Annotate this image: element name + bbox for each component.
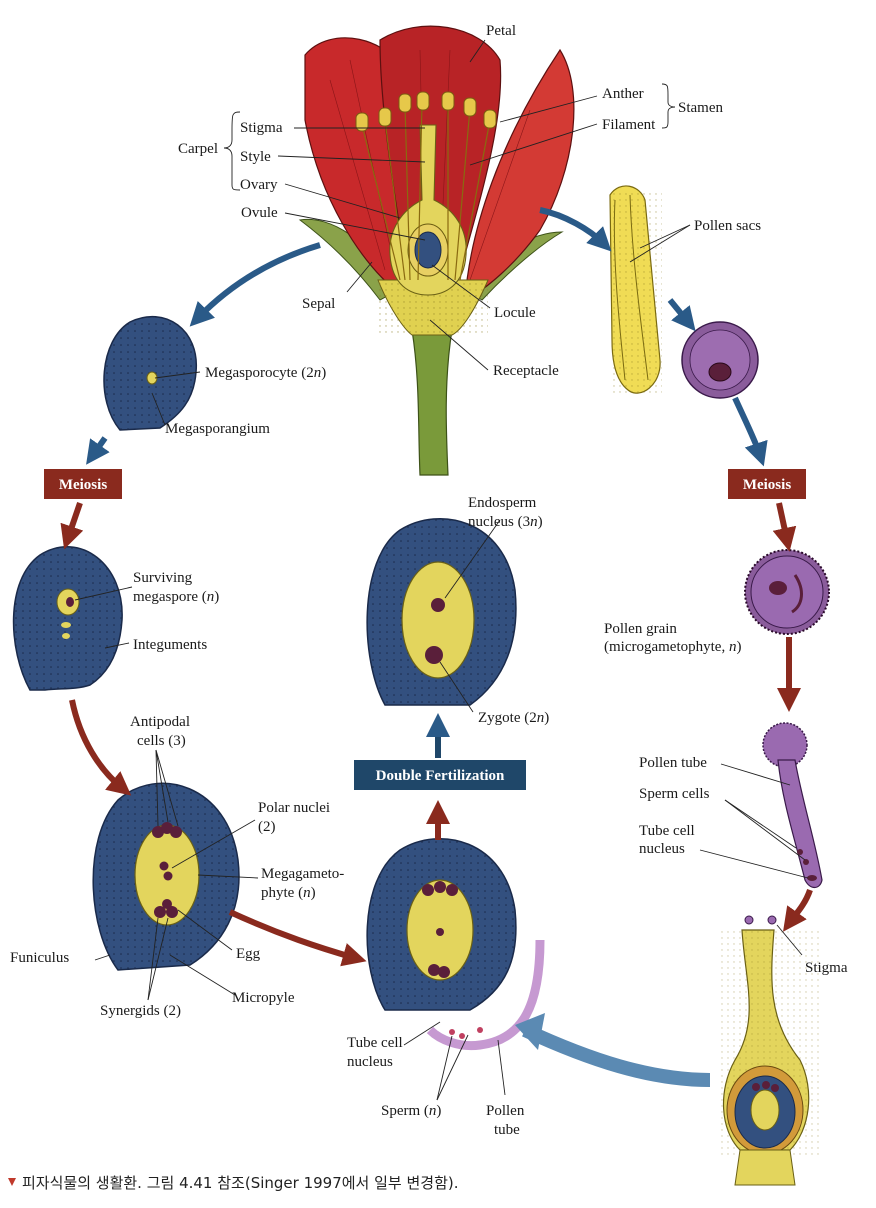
label-carpel: Carpel bbox=[178, 141, 218, 157]
label-antipodal-line2: cells (3) bbox=[137, 733, 186, 749]
arrow-flower-to-megasporangium bbox=[189, 242, 321, 327]
label-ovule: Ovule bbox=[241, 205, 278, 221]
caption-text: 피자식물의 생활환. 그림 4.41 참조(Singer 1997에서 일부 변… bbox=[22, 1174, 459, 1192]
megagametophyte-ovule-illustration bbox=[92, 782, 240, 971]
label-integuments: Integuments bbox=[133, 637, 207, 653]
arrow-pistil-to-fertilization bbox=[522, 1023, 711, 1087]
caption: 피자식물의 생활환. 그림 4.41 참조(Singer 1997에서 일부 변… bbox=[8, 1174, 459, 1192]
caption-marker-icon bbox=[8, 1178, 16, 1186]
pollen-grain-illustration bbox=[744, 549, 830, 635]
label-pollen-tube-bottom-line2: tube bbox=[494, 1122, 520, 1138]
label-surviving-line2: megaspore (n) bbox=[133, 589, 219, 605]
label-style: Style bbox=[240, 149, 271, 165]
microsporocyte-illustration bbox=[681, 321, 759, 399]
arrow-pollen-sacs-to-microsporocyte bbox=[667, 298, 696, 332]
label-funiculus: Funiculus bbox=[10, 950, 69, 966]
label-tube-cell-line1: Tube cell bbox=[639, 823, 695, 839]
label-tube-cell-line2: nucleus bbox=[639, 841, 685, 857]
arrow-megaspore-to-megagametophyte bbox=[69, 699, 132, 796]
label-surviving-line1: Surviving bbox=[133, 570, 193, 586]
label-pollen-grain-line2: (microgametophyte, n) bbox=[604, 639, 741, 655]
label-filament: Filament bbox=[602, 117, 656, 133]
pollen-tube-illustration bbox=[762, 722, 823, 889]
arrow-microsporocyte-to-meiosis bbox=[732, 396, 768, 467]
label-polar-line2: (2) bbox=[258, 819, 276, 835]
label-megagameto-line2: phyte (n) bbox=[261, 885, 316, 901]
megaspore-ovule-illustration bbox=[12, 546, 123, 691]
label-zygote: Zygote (2n) bbox=[478, 710, 549, 726]
label-micropyle: Micropyle bbox=[232, 990, 295, 1006]
double-fertilization-box: Double Fertilization bbox=[354, 760, 526, 790]
endosperm-ovule-illustration bbox=[366, 517, 517, 706]
label-tube-cell-bottom-line1: Tube cell bbox=[347, 1035, 403, 1051]
meiosis-box-left: Meiosis bbox=[44, 469, 122, 499]
leader-lines bbox=[74, 39, 809, 1101]
arrow-flower-to-pollen-sacs bbox=[539, 207, 612, 252]
flower-illustration bbox=[298, 25, 575, 476]
cycle-arrows bbox=[60, 207, 813, 1087]
stamens bbox=[361, 101, 491, 281]
label-megasporocyte: Megasporocyte (2n) bbox=[205, 365, 326, 381]
petal-right bbox=[464, 48, 575, 302]
label-receptacle: Receptacle bbox=[493, 363, 559, 379]
label-endosperm-line2: nucleus (3n) bbox=[468, 514, 543, 530]
arrow-tube-to-pistil bbox=[783, 888, 813, 932]
label-sperm: Sperm (n) bbox=[381, 1103, 441, 1119]
fertilization-ovule-illustration bbox=[366, 837, 545, 1051]
arrow-megagametophyte-to-fertilization bbox=[228, 909, 367, 967]
label-endosperm-line1: Endosperm bbox=[468, 495, 537, 511]
meiosis-label-right: Meiosis bbox=[743, 477, 791, 493]
label-megagameto-line1: Megagameto- bbox=[261, 866, 344, 882]
meiosis-box-right: Meiosis bbox=[728, 469, 806, 499]
label-synergids: Synergids (2) bbox=[100, 1003, 181, 1019]
label-petal: Petal bbox=[486, 23, 516, 39]
labels: Petal Anther Filament Stamen Carpel Stig… bbox=[10, 23, 848, 1138]
label-megasporangium: Megasporangium bbox=[165, 421, 270, 437]
label-ovary: Ovary bbox=[240, 177, 278, 193]
arrow-megasporangium-to-meiosis bbox=[86, 436, 110, 465]
label-stigma-right: Stigma bbox=[805, 960, 848, 976]
flower-stem bbox=[411, 329, 453, 476]
megasporangium-illustration bbox=[103, 315, 197, 431]
label-pollen-sacs: Pollen sacs bbox=[694, 218, 761, 234]
double-fertilization-label: Double Fertilization bbox=[376, 768, 505, 784]
label-stamen: Stamen bbox=[678, 100, 723, 116]
label-pollen-grain-line1: Pollen grain bbox=[604, 621, 677, 637]
meiosis-label-left: Meiosis bbox=[59, 477, 107, 493]
label-polar-line1: Polar nuclei bbox=[258, 800, 330, 816]
label-tube-cell-bottom-line2: nucleus bbox=[347, 1054, 393, 1070]
label-locule: Locule bbox=[494, 305, 536, 321]
arrow-meiosis-to-pollen-grain bbox=[772, 502, 797, 552]
label-stigma: Stigma bbox=[240, 120, 283, 136]
label-sperm-cells: Sperm cells bbox=[639, 786, 710, 802]
arrow-meiosis-to-megaspore bbox=[60, 502, 84, 550]
anthers bbox=[355, 91, 497, 132]
label-sepal: Sepal bbox=[302, 296, 335, 312]
pistil-with-pollen-illustration bbox=[720, 915, 820, 1186]
label-antipodal-line1: Antipodal bbox=[130, 714, 190, 730]
label-pollen-tube-bottom-line1: Pollen bbox=[486, 1103, 525, 1119]
label-pollen-tube: Pollen tube bbox=[639, 755, 707, 771]
pollen-sac-illustration bbox=[609, 185, 662, 395]
label-egg: Egg bbox=[236, 946, 261, 962]
label-anther: Anther bbox=[602, 86, 644, 102]
